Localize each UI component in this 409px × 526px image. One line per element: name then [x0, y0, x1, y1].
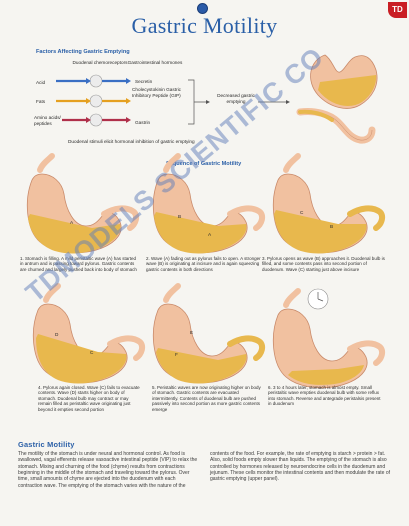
fats-arrow [56, 98, 131, 104]
wave-label-f: F [175, 352, 178, 357]
caption-stage-3: 3. Pylorus opens as wave (B) approaches … [262, 256, 385, 272]
stomach-stage-6 [273, 288, 386, 389]
body-paragraph-right: contents of the food. For example, the r… [210, 451, 391, 483]
decreased-emptying-label: Decreased gastric emptying [217, 93, 255, 104]
page-title: Gastric Motility [131, 13, 278, 38]
body-paragraph-left: The motility of the stomach is under neu… [18, 451, 198, 489]
amino-arrow [62, 117, 131, 123]
stomach-stage-3 [273, 153, 386, 254]
hormone-gastrin-label: Gastrin [135, 120, 151, 125]
publisher-logo-icon [197, 3, 208, 14]
body-heading: Gastric Motility [18, 440, 75, 449]
acid-arrow [56, 78, 131, 84]
hormone-cck-gip-label: Cholecystokinin Gastric Inhibitory Pepti… [132, 87, 181, 98]
hormones-column-label: Gastrointestinal hormones [127, 60, 183, 65]
hormone-bracket [188, 79, 206, 125]
input-fats-label: Fats [36, 99, 46, 104]
input-acid-label: Acid [36, 80, 46, 85]
stomach-stage-2 [153, 153, 266, 254]
brand-badge: TD [388, 2, 407, 18]
duodenal-column-label: Duodenal chemoreceptors [72, 60, 128, 65]
caption-stage-1: 1. Stomach is filling. A mild peristalti… [20, 256, 137, 272]
wave-label-a-2: A [208, 232, 212, 237]
caption-stage-2: 2. Wave (A) fading out as pylorus fails … [146, 256, 261, 272]
wave-label-b-1: B [178, 214, 182, 219]
hormone-secretin-label: Secretin [135, 79, 153, 84]
wave-label-e: E [190, 330, 194, 335]
caption-stage-5: 5. Peristaltic waves are now originating… [152, 385, 261, 412]
wave-label-c-2: C [90, 350, 94, 355]
stomach-stage-4 [33, 283, 146, 384]
wave-label-c-1: C [300, 210, 304, 215]
factors-heading: Factors Affecting Gastric Emptying [36, 49, 130, 55]
wave-label-b-2: B [330, 224, 334, 229]
bracket-arrowhead [206, 100, 210, 104]
caption-stage-4: 4. Pylorus again closed. Wave (C) fails … [38, 385, 140, 412]
input-amino-label: Amino acids/ peptides [34, 115, 61, 126]
wave-label-d: D [55, 332, 59, 337]
caption-stage-6: 6. 3 to 4 hours later, stomach is almost… [268, 385, 381, 407]
factors-footer: Duodenal stimuli elicit hormonal inhibit… [68, 139, 195, 144]
sequence-heading: Sequence of Gastric Motility [166, 161, 242, 167]
stomach-stage-5 [153, 283, 266, 384]
factors-stomach-illustration [296, 54, 378, 144]
wave-label-a-1: A [70, 220, 74, 225]
stomach-stage-1 [27, 153, 140, 254]
